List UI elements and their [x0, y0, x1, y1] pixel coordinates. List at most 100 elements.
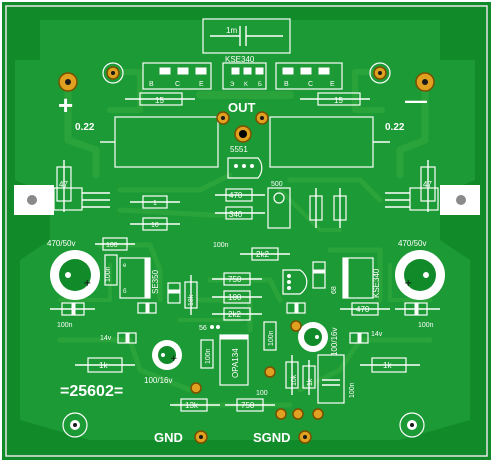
resistor-18k: 18k	[184, 275, 198, 315]
resistor-1k-c: 1k	[302, 360, 316, 395]
zener-14v-left: 14v	[100, 332, 137, 344]
transistor-se350: SE350 e б	[119, 257, 160, 299]
c100n-e-label: 100n	[349, 382, 356, 398]
plus-sign: +	[58, 90, 73, 120]
r15-right-label: 15	[334, 96, 343, 105]
svg-text:+: +	[404, 278, 412, 289]
resistor-340-mid: 340	[215, 206, 265, 220]
c100-16a-label: 100/16v	[144, 376, 172, 385]
opa-label: OPA134	[231, 348, 240, 378]
r1k-left-label: 1k	[99, 361, 108, 370]
resistor-10: 10	[130, 217, 180, 231]
diode-small-a	[137, 302, 157, 314]
pad-top-left	[58, 72, 78, 92]
r1-label: 1	[153, 200, 157, 207]
cap-470-left: 470/50v +	[47, 239, 100, 300]
pin-c-left: C	[175, 81, 180, 88]
pad-ic-a	[290, 320, 302, 332]
pin-b-left: B	[149, 81, 154, 88]
pad-in-a	[275, 408, 287, 420]
r750a-label: 750	[228, 275, 242, 284]
resistor-1k-left: 1k	[75, 357, 135, 373]
c100-16b-label: 100/16v	[330, 328, 339, 356]
transistor-kse340: KSE340	[342, 257, 381, 299]
trimmer-500: 500	[267, 181, 291, 229]
pin-c-right: C	[308, 81, 313, 88]
resistor-470-mid: 470	[215, 188, 265, 202]
svg-text:+: +	[170, 354, 178, 364]
r10-label: 10	[151, 222, 159, 229]
diode-left	[167, 282, 181, 304]
resistor-2k2-b: 2k2	[212, 307, 262, 321]
transistor-top-mid: Э K Б	[222, 62, 267, 90]
out-label: OUT	[228, 100, 256, 115]
r2k2b-label: 2k2	[228, 310, 241, 319]
ic-opa134: OPA134	[219, 334, 249, 386]
c100n-c-label: 100n	[205, 348, 212, 364]
r470-r-label: 470	[356, 305, 370, 314]
r2k2-mid-label: 2k2	[256, 250, 269, 259]
board-frame	[5, 5, 488, 457]
tr-5551-label: 5551	[230, 145, 248, 154]
pad-ic-c	[190, 382, 202, 394]
power-transistor-right	[385, 185, 480, 215]
r470-mid-label: 470	[229, 191, 243, 200]
svg-text:+: +	[83, 278, 91, 289]
resistor-13k: 13k	[170, 398, 220, 412]
transistor-top-left: B C E	[142, 62, 212, 90]
svg-text:б: б	[123, 289, 127, 295]
r022-right-label: 0.22	[385, 122, 405, 133]
r1k-c-label: 1k	[307, 378, 314, 386]
pin-e-right: E	[330, 81, 335, 88]
c14v-right-label: 14v	[371, 331, 383, 338]
resistor-100-b: 100	[212, 290, 262, 304]
diode-right-bottom: 100n	[395, 302, 440, 329]
trim-label: 500	[271, 181, 283, 188]
c100n-mid-label: 100n	[213, 242, 229, 249]
c100n-d-label: 100n	[268, 330, 275, 346]
r022-left-label: 0.22	[75, 122, 95, 133]
pad-top-right	[415, 72, 435, 92]
r100b-label: 100	[228, 293, 242, 302]
transistor-top-right: B C E	[275, 62, 343, 90]
resistor-15-right: 15	[300, 92, 370, 106]
diode-left-bottom: 100n	[50, 302, 95, 329]
resistor-15-left: 15	[125, 92, 195, 106]
minus-sign: —	[405, 88, 427, 113]
se350-label: SE350	[151, 269, 160, 294]
cap-100-16v-a: + 100/16v	[144, 340, 182, 385]
diode-small-b	[286, 302, 306, 314]
cap-left-big-label: 470/50v	[47, 239, 75, 248]
resistor-1k-right: 1k	[360, 357, 420, 373]
resistor-47-right: 47	[420, 160, 436, 212]
cap-470-right: 470/50v +	[395, 239, 445, 300]
resistor-10k: 10k	[291, 374, 298, 386]
r47-left-label: 47	[59, 180, 68, 189]
cap-right-big-label: 470/50v	[398, 239, 426, 248]
transistor-mid-right	[282, 269, 308, 295]
r47-right-label: 47	[423, 180, 432, 189]
resistor-1: 1	[130, 195, 180, 209]
kse340-r-label: KSE340	[372, 268, 381, 298]
r1k-right-label: 1k	[383, 361, 392, 370]
resistor-470-right: 470	[340, 302, 390, 316]
pin-b-right: B	[284, 81, 289, 88]
r100c-label: 100	[256, 390, 268, 397]
pin-e-left: E	[199, 81, 204, 88]
mount-hole-bottom-left	[62, 412, 88, 438]
resistor-022-left: 0.22	[75, 116, 219, 168]
resistor-2k2-mid: 2k2	[240, 247, 290, 261]
mount-hole-left	[102, 62, 124, 84]
r750c-label: 750	[241, 401, 255, 410]
cap-100n-vert-c: 100n	[200, 339, 214, 369]
r340-mid-label: 340	[229, 210, 243, 219]
resistor-vertical-pair	[309, 188, 347, 228]
mount-hole-right	[369, 62, 391, 84]
r18k-label: 18k	[188, 294, 195, 306]
transistor-5551: 5551	[227, 145, 263, 179]
pin-k-mid: K	[244, 82, 248, 88]
zener-14v-right: 14v	[349, 331, 383, 344]
c68-label: 68	[331, 286, 338, 294]
power-transistor-left	[14, 185, 110, 215]
